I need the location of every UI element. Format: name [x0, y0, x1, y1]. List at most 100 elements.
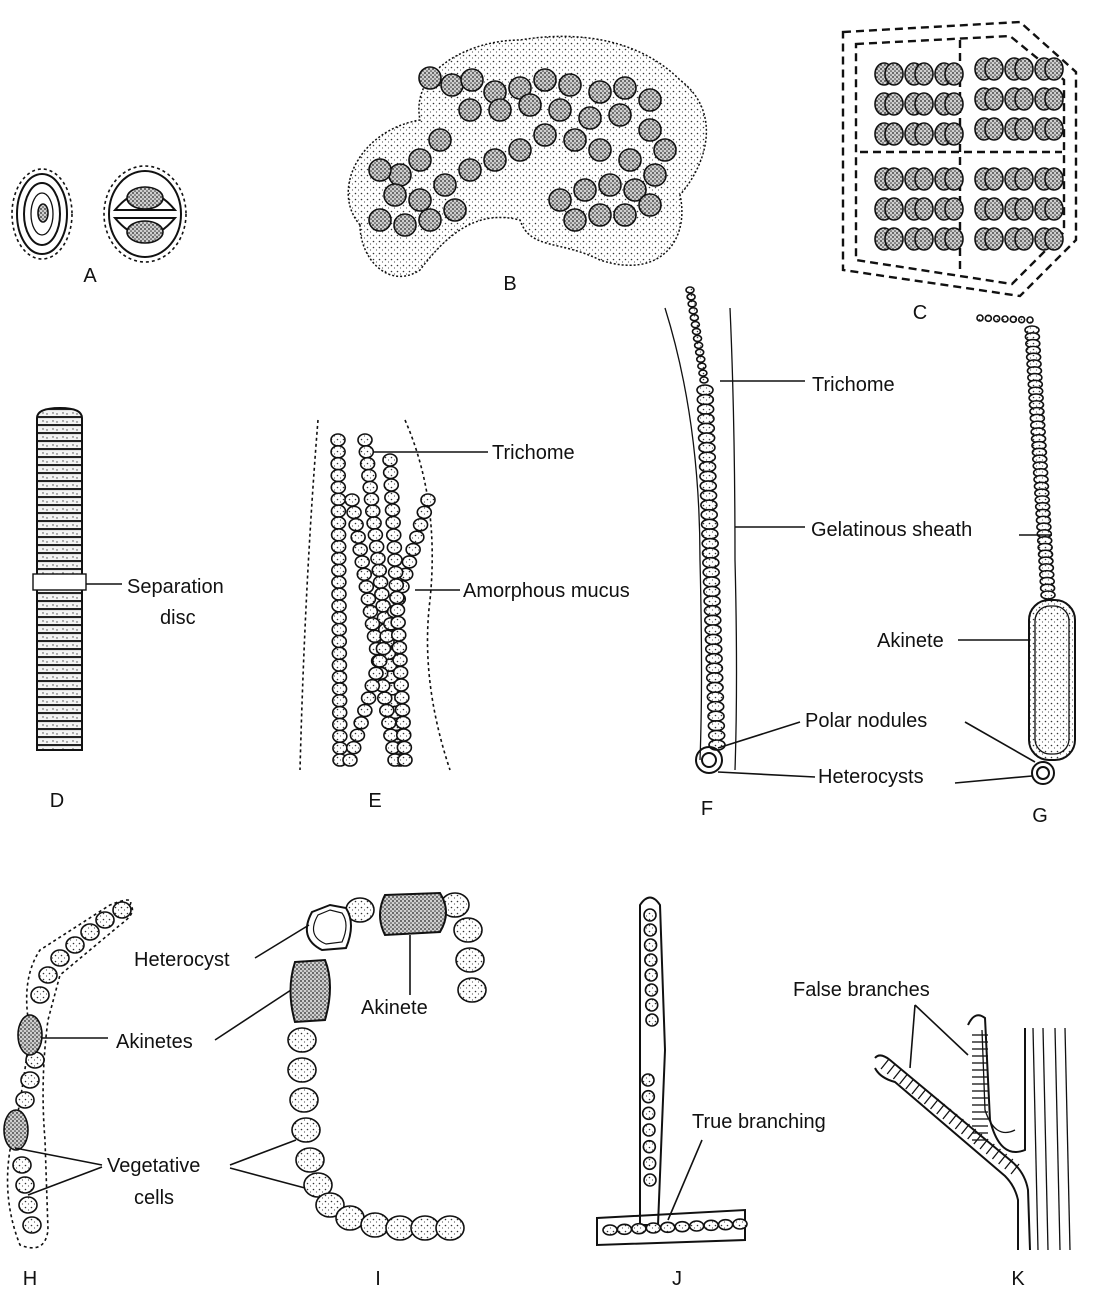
cell	[385, 492, 399, 504]
cell	[699, 443, 715, 453]
cell	[1045, 228, 1063, 250]
cell	[534, 124, 556, 146]
cell	[703, 548, 719, 558]
panel-j-filament	[597, 898, 747, 1246]
cell-wall	[961, 1124, 969, 1134]
cell	[489, 99, 511, 121]
cell	[733, 1219, 747, 1229]
cell-wall	[924, 1094, 932, 1104]
panel-g-filament	[955, 315, 1075, 784]
cell	[1002, 316, 1008, 322]
cell	[389, 164, 411, 186]
cell	[703, 577, 719, 587]
cell	[367, 517, 381, 529]
cell	[1045, 88, 1063, 110]
cell	[915, 93, 933, 115]
cell	[945, 228, 963, 250]
cell-wall	[887, 1064, 895, 1074]
vegetative-cells-label-line2: cells	[134, 1187, 174, 1209]
cell	[885, 123, 903, 145]
cell	[589, 81, 611, 103]
cell	[702, 529, 718, 539]
cell	[694, 335, 702, 341]
cell	[643, 1107, 655, 1119]
cell	[410, 531, 424, 543]
cell	[332, 588, 346, 600]
cell	[985, 228, 1003, 250]
cell	[389, 567, 403, 579]
cell	[331, 481, 345, 493]
cell	[393, 654, 407, 666]
cell	[51, 950, 69, 966]
cell	[1027, 317, 1033, 323]
cell	[332, 564, 346, 576]
cell	[387, 529, 401, 541]
cell	[698, 404, 714, 414]
cell	[296, 1148, 324, 1172]
cell-wall	[986, 1144, 994, 1154]
cell	[332, 517, 346, 529]
cell	[484, 149, 506, 171]
cell	[361, 1213, 389, 1237]
cell	[700, 481, 716, 491]
gelatinous-sheath-label: Gelatinous sheath	[811, 519, 972, 541]
cell	[945, 63, 963, 85]
cell-wall	[1005, 1159, 1013, 1169]
cell	[458, 978, 486, 1002]
panel-i-filament	[215, 893, 486, 1240]
panel-f-letter: F	[701, 798, 713, 820]
cell	[642, 1091, 654, 1103]
cell	[945, 123, 963, 145]
cell	[16, 1177, 34, 1193]
cell	[707, 692, 723, 702]
cell	[549, 99, 571, 121]
cell	[388, 554, 402, 566]
cell	[985, 118, 1003, 140]
cell	[646, 999, 658, 1011]
cell	[534, 69, 556, 91]
cell	[705, 615, 721, 625]
cell	[361, 458, 375, 470]
cell	[703, 558, 719, 568]
cell	[355, 556, 369, 568]
cell	[347, 742, 361, 754]
cell	[373, 655, 387, 667]
cell	[1045, 58, 1063, 80]
cell	[411, 1216, 439, 1240]
cell	[288, 1058, 316, 1082]
cell	[698, 363, 706, 369]
cell	[915, 63, 933, 85]
cell	[1015, 168, 1033, 190]
cell	[1019, 317, 1025, 323]
cell	[394, 214, 416, 236]
cell	[365, 680, 379, 692]
cell	[332, 553, 346, 565]
akinete	[4, 1110, 28, 1150]
cell	[885, 63, 903, 85]
cell	[409, 189, 431, 211]
cell	[392, 629, 406, 641]
cell-wall	[893, 1069, 901, 1079]
cell	[384, 467, 398, 479]
cell	[21, 1072, 39, 1088]
cell	[409, 149, 431, 171]
cell	[706, 663, 722, 673]
cell	[1015, 228, 1033, 250]
akinete-label-g: Akinete	[877, 630, 944, 652]
cell	[704, 1220, 718, 1230]
cell	[885, 168, 903, 190]
cell	[1045, 118, 1063, 140]
cell-wall	[999, 1154, 1007, 1164]
panel-h-filament	[4, 900, 132, 1248]
cell	[331, 446, 345, 458]
cell	[644, 909, 656, 921]
cell	[609, 104, 631, 126]
cell	[915, 198, 933, 220]
cell	[709, 730, 725, 740]
cell	[421, 494, 435, 506]
cell	[687, 294, 695, 300]
cell	[977, 315, 983, 321]
cell	[395, 692, 409, 704]
cell	[332, 635, 346, 647]
panel-e-letter: E	[368, 790, 381, 812]
